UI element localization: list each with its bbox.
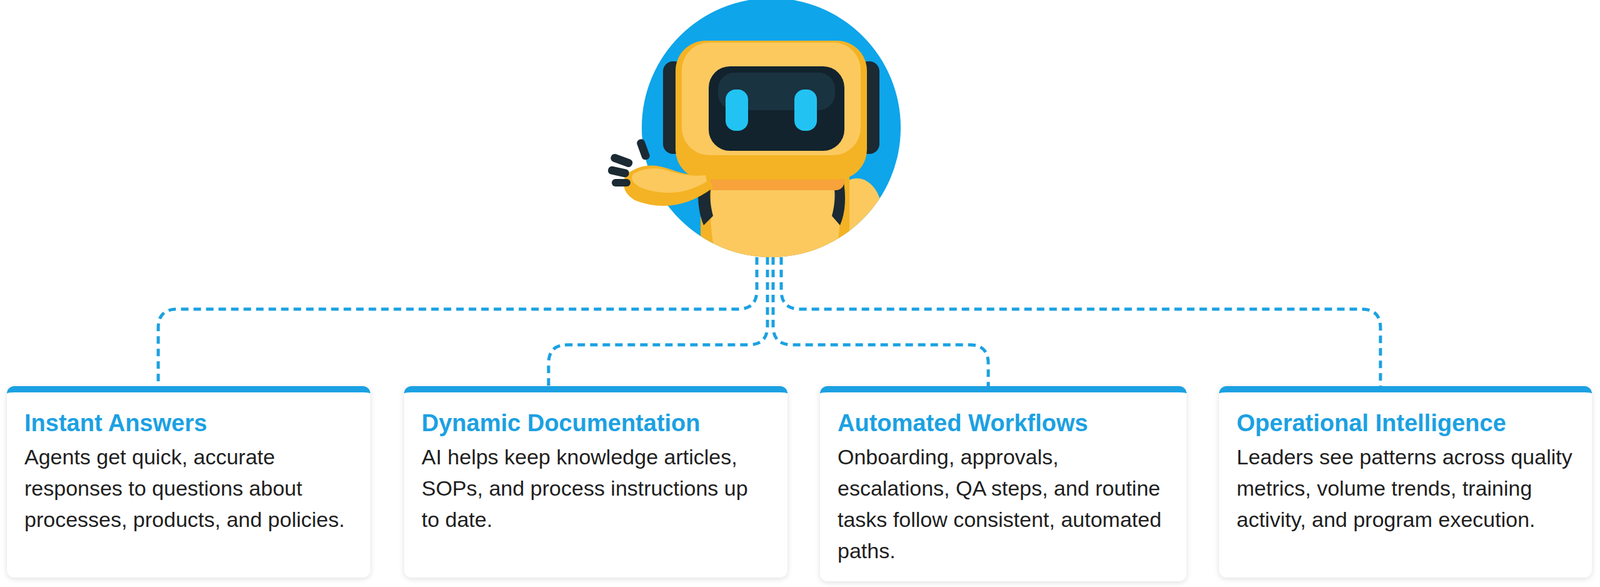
feature-card: Instant AnswersAgents get quick, accurat…: [6, 385, 371, 578]
card-text: Onboarding, approvals, escalations, QA s…: [837, 440, 1171, 567]
robot-illustration: [607, 0, 901, 269]
card-text: AI helps keep knowledge articles, SOPs, …: [421, 440, 772, 535]
card-heading: Automated Workflows: [837, 408, 1171, 438]
feature-card: Dynamic DocumentationAI helps keep knowl…: [404, 385, 788, 578]
card-heading: Operational Intelligence: [1236, 408, 1576, 438]
card-text: Agents get quick, accurate responses to …: [24, 440, 355, 535]
card-heading: Instant Answers: [24, 408, 355, 438]
feature-card: Automated WorkflowsOnboarding, approvals…: [820, 385, 1187, 582]
card-text: Leaders see patterns across quality metr…: [1236, 440, 1576, 535]
feature-card: Operational IntelligenceLeaders see patt…: [1219, 385, 1592, 578]
card-heading: Dynamic Documentation: [421, 408, 772, 438]
dashed-branch: [158, 257, 1381, 386]
